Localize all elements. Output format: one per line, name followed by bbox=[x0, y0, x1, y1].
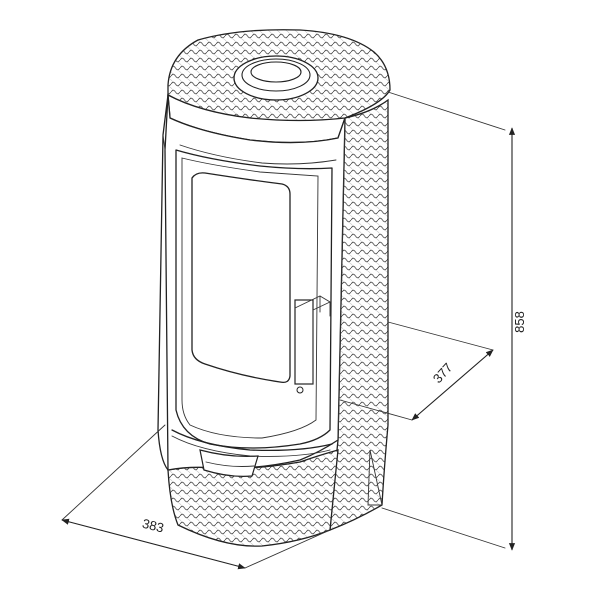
door-handle[interactable] bbox=[294, 295, 331, 394]
depth-dimension-line bbox=[411, 349, 494, 421]
dimension-lines bbox=[61, 91, 516, 570]
height-label: 858 bbox=[512, 311, 527, 333]
depth-label: 377 bbox=[430, 360, 456, 386]
width-dimension-line bbox=[61, 518, 246, 570]
ash-drawer[interactable] bbox=[171, 429, 333, 452]
width-label: 383 bbox=[141, 516, 166, 536]
flue-outlet bbox=[233, 55, 319, 101]
stove bbox=[157, 29, 391, 547]
door-glass bbox=[191, 172, 291, 384]
drawer-handle[interactable] bbox=[199, 449, 259, 477]
